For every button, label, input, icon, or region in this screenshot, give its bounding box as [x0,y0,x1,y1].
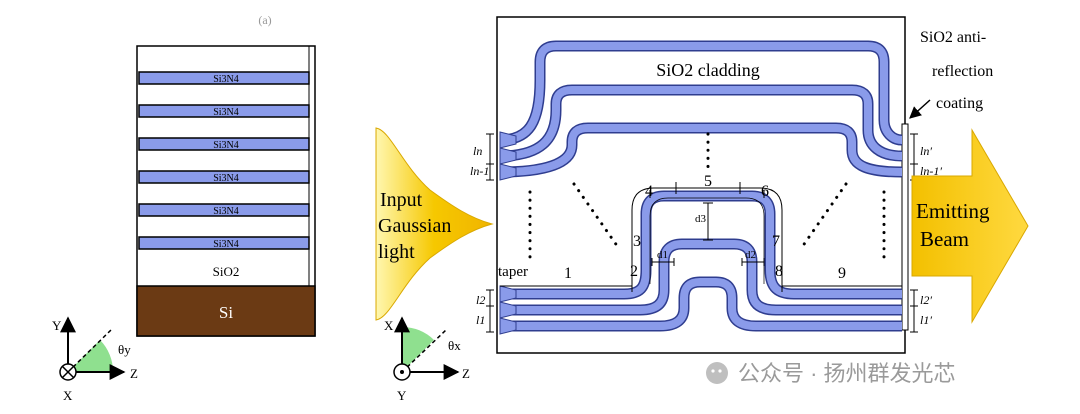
left-width-markers [486,133,494,333]
oxide-label: SiO2 [213,264,240,279]
waveguide-ln-2 [499,122,903,178]
si3n4-layer-label: Si3N4 [213,107,239,118]
input-tapers [499,131,517,335]
cladding-label: SiO2 cladding [656,60,760,80]
label-ln: ln [473,144,482,158]
label-l1: l1 [476,313,485,327]
input-label-line2: Gaussian [378,215,451,237]
label-l1-prime: l1′ [920,313,932,327]
input-label-line3: light [378,241,415,263]
coating-label-line2: reflection [932,63,993,80]
wechat-icon [706,362,728,384]
segment-outline [500,187,902,287]
watermark-text: 公众号 · 扬州群发光芯 [738,361,956,386]
segment-3: 3 [633,233,641,250]
panel-label: (a) [258,13,271,27]
coating-label-line1: SiO2 anti- [920,29,986,46]
si3n4-layer-label: Si3N4 [213,206,239,217]
segment-7: 7 [772,233,780,250]
si3n4-layer-label: Si3N4 [213,239,239,250]
angle-label-x: θx [448,338,461,353]
gaussian-shape [375,127,494,321]
axis-y-label-right: Y [397,388,407,403]
si3n4-layer [138,170,310,184]
axes-right: X Z Y θx [384,316,470,403]
ellipsis-dots [528,132,886,264]
substrate [136,285,316,337]
angle-wedge-right [402,326,434,372]
beam-label-line2: Beam [920,227,969,251]
input-gaussian-light: Input Gaussian light [375,127,494,321]
waveguide-ln-1 [499,84,903,162]
gap-d2: d2 [745,249,756,261]
si3n4-layer [138,137,310,151]
axis-x-label: X [63,388,73,403]
watermark: 公众号 · 扬州群发光芯 [706,361,956,386]
waveguide-l1 [500,276,902,332]
segment-6: 6 [761,183,769,200]
axis-z-label-right: Z [462,366,470,381]
segment-1: 1 [564,265,572,282]
coating-label-line3: coating [936,95,983,112]
angle-wedge-left [68,340,114,372]
waveguide-ln [499,40,903,146]
axis-z-label: Z [130,366,138,381]
gap-d1: d1 [657,249,668,261]
input-label-line1: Input [380,189,423,211]
si3n4-layer-label: Si3N4 [213,74,239,85]
substrate-label: Si [219,303,233,322]
si3n4-layer-label: Si3N4 [213,173,239,184]
gap-d3: d3 [695,213,707,225]
dimension-markers [631,182,783,292]
angle-label-y: θy [118,342,131,357]
segment-9: 9 [838,265,846,282]
label-l2: l2 [476,293,485,307]
segment-8: 8 [775,263,783,280]
label-ln-prime: ln′ [920,144,932,158]
anti-reflection-coating [901,123,909,331]
si3n4-layer [138,236,310,250]
label-l2-prime: l2′ [920,293,932,307]
coating-callout: SiO2 anti- reflection coating [909,29,993,119]
si3n4-layer [138,104,310,118]
beam-label-line1: Emitting [916,199,990,223]
emitting-beam: Emitting Beam [911,128,1029,324]
axis-y-label: Y [52,318,62,333]
segment-4: 4 [645,183,653,200]
waveguide-l2 [500,190,902,300]
axis-x-label-right: X [384,318,394,333]
right-width-markers [910,133,918,333]
taper-label: taper [498,264,528,280]
segment-5: 5 [704,173,712,190]
label-ln-1-prime: ln-1′ [920,164,942,178]
label-ln-1: ln-1 [470,164,489,178]
waveguides [499,40,903,332]
segment-outline-inner [649,197,765,284]
beam-arrow [911,128,1029,324]
si3n4-layer-label: Si3N4 [213,140,239,151]
axes-left: Y Z X θy [52,316,138,403]
si3n4-layer [138,71,310,85]
si3n4-layer [138,203,310,217]
waveguide-l1-mid [500,238,902,316]
chip: ln ln-1 l2 l1 ln′ ln-1′ l2′ l1′ 1 2 3 4 … [470,16,942,354]
segment-2: 2 [630,263,638,280]
